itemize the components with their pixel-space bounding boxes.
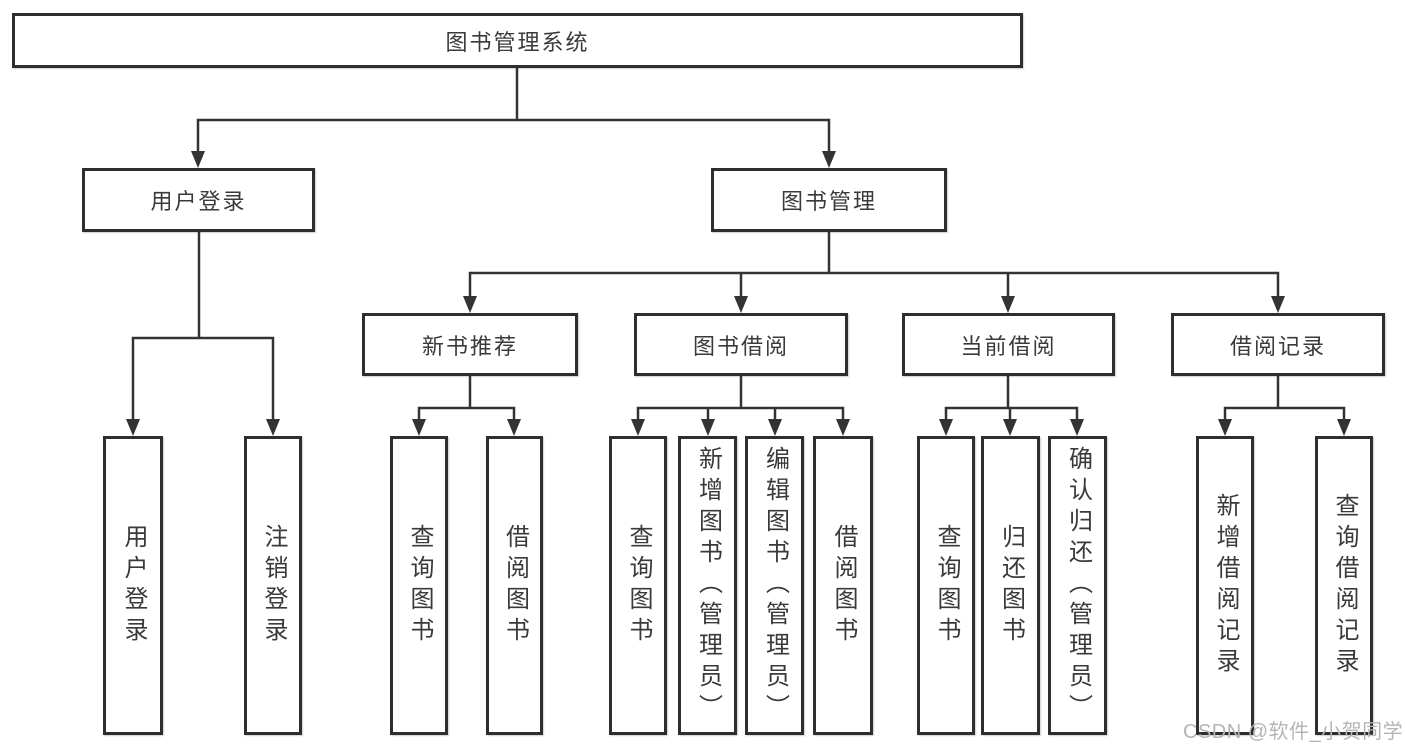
leaf-borrow-books-recommend: 借阅图书 xyxy=(486,436,543,735)
node-book-management: 图书管理 xyxy=(711,168,947,232)
node-new-book-recommend: 新书推荐 xyxy=(362,313,578,376)
leaf-borrow-books: 借阅图书 xyxy=(813,436,873,735)
leaf-return-books: 归还图书 xyxy=(981,436,1040,735)
leaf-query-books-borrowing: 查询图书 xyxy=(609,436,667,735)
leaf-logout: 注销登录 xyxy=(244,436,302,735)
leaf-query-books-recommend: 查询图书 xyxy=(390,436,448,735)
leaf-query-books-current: 查询图书 xyxy=(917,436,975,735)
node-user-login: 用户登录 xyxy=(82,168,315,232)
leaf-user-login: 用户登录 xyxy=(103,436,163,735)
node-borrowing-records: 借阅记录 xyxy=(1171,313,1385,376)
csdn-watermark: CSDN @软件_小贺同学 xyxy=(1183,721,1404,743)
leaf-query-borrow-record: 查询借阅记录 xyxy=(1315,436,1373,735)
leaf-add-borrow-record: 新增借阅记录 xyxy=(1196,436,1254,735)
node-book-borrowing: 图书借阅 xyxy=(634,313,848,376)
leaf-confirm-return-admin: 确认归还（管理员） xyxy=(1048,436,1107,735)
leaf-edit-books-admin: 编辑图书（管理员） xyxy=(745,436,804,735)
node-current-borrowing: 当前借阅 xyxy=(902,313,1115,376)
node-library-system: 图书管理系统 xyxy=(12,13,1023,68)
leaf-add-books-admin: 新增图书（管理员） xyxy=(678,436,737,735)
